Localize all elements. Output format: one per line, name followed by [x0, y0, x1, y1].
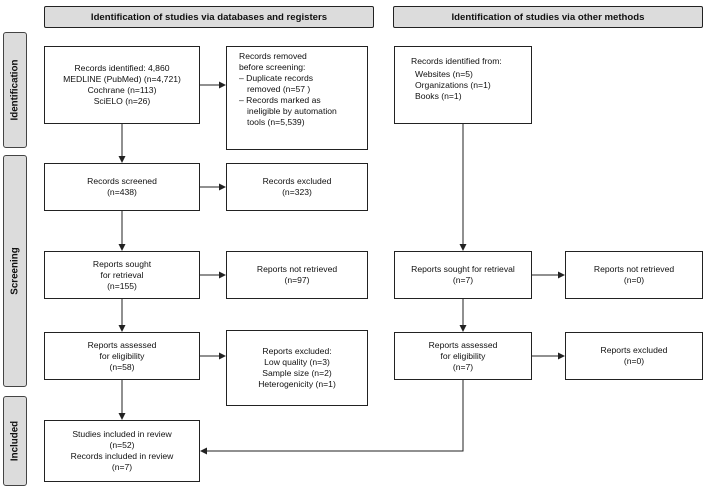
studies-included-count: (n=52) — [109, 440, 135, 450]
other-assessed-count: (n=7) — [452, 361, 474, 372]
records-excluded-count: (n=323) — [282, 187, 312, 197]
box-records-excluded: Records excluded (n=323) — [226, 163, 368, 211]
phase-identification: Identification — [3, 32, 27, 148]
records-included-label: Records included in review — [70, 451, 174, 461]
box-records-screened: Records screened (n=438) — [44, 163, 200, 211]
records-removed-title-2: before screening: — [239, 62, 306, 72]
studies-included-label: Studies included in review — [72, 429, 172, 439]
records-identified-cochrane: Cochrane (n=113) — [87, 85, 157, 95]
box-reports-excluded: Reports excluded: Low quality (n=3) Samp… — [226, 330, 368, 406]
header-databases: Identification of studies via databases … — [44, 6, 374, 28]
reports-excluded-title: Reports excluded: — [262, 346, 332, 356]
reports-assessed-count: (n=58) — [109, 361, 135, 372]
other-identified-websites: Websites (n=5) — [415, 69, 473, 79]
records-identified-medline: MEDLINE (PubMed) (n=4,721) — [63, 74, 181, 84]
records-identified-scielo: SciELO (n=26) — [93, 96, 151, 106]
records-removed-duplicates-count: removed (n=57 ) — [247, 84, 311, 94]
header-other-label: Identification of studies via other meth… — [451, 11, 645, 23]
box-records-identified: Records identified: 4,860 MEDLINE (PubMe… — [44, 46, 200, 124]
box-reports-assessed: Reports assessed for eligibility (n=58) — [44, 332, 200, 380]
arrow-other-assessed-to-included — [200, 380, 464, 455]
reports-sought-count: (n=155) — [107, 280, 137, 291]
reports-sought-label-2: for retrieval — [100, 269, 144, 280]
other-not-retrieved-count: (n=0) — [623, 275, 645, 285]
other-reports-sought-label: Reports sought for retrieval — [411, 264, 515, 274]
other-identified-title: Records identified from: — [411, 56, 502, 66]
reports-not-retrieved-count: (n=97) — [284, 275, 310, 285]
records-excluded-label: Records excluded — [262, 176, 332, 186]
box-other-reports-sought: Reports sought for retrieval (n=7) — [394, 251, 532, 299]
phase-included: Included — [3, 396, 27, 486]
reports-excluded-sample-size: Sample size (n=2) — [262, 368, 332, 378]
box-records-removed: Records removed before screening: – Dupl… — [226, 46, 368, 150]
box-studies-included: Studies included in review (n=52) Record… — [44, 420, 200, 482]
records-identified-total: Records identified: 4,860 — [74, 63, 170, 73]
phase-screening: Screening — [3, 155, 27, 387]
box-reports-not-retrieved: Reports not retrieved (n=97) — [226, 251, 368, 299]
other-identified-organizations: Organizations (n=1) — [415, 80, 491, 90]
records-included-count: (n=7) — [111, 462, 133, 472]
records-screened-count: (n=438) — [107, 187, 137, 197]
box-other-records-identified: Records identified from: Websites (n=5) … — [394, 46, 532, 124]
other-identified-books: Books (n=1) — [415, 91, 462, 101]
records-removed-automation-2: ineligible by automation — [247, 106, 337, 116]
records-screened-label: Records screened — [87, 176, 157, 186]
other-not-retrieved-label: Reports not retrieved — [593, 264, 675, 274]
box-other-reports-not-retrieved: Reports not retrieved (n=0) — [565, 251, 703, 299]
other-assessed-label-2: for eligibility — [440, 350, 486, 361]
reports-sought-label: Reports sought — [92, 258, 152, 269]
box-other-reports-assessed: Reports assessed for eligibility (n=7) — [394, 332, 532, 380]
other-excluded-label: Reports excluded — [600, 345, 668, 355]
reports-excluded-low-quality: Low quality (n=3) — [264, 357, 330, 367]
records-removed-automation: – Records marked as — [239, 95, 321, 105]
records-removed-automation-count: tools (n=5,539) — [247, 117, 305, 127]
records-removed-title: Records removed — [239, 51, 307, 61]
header-other-methods: Identification of studies via other meth… — [393, 6, 703, 28]
other-reports-sought-count: (n=7) — [452, 275, 474, 285]
other-excluded-count: (n=0) — [623, 356, 645, 366]
reports-assessed-label-2: for eligibility — [99, 350, 145, 361]
reports-not-retrieved-label: Reports not retrieved — [256, 264, 338, 274]
reports-assessed-label: Reports assessed — [87, 339, 157, 350]
box-reports-sought: Reports sought for retrieval (n=155) — [44, 251, 200, 299]
other-assessed-label: Reports assessed — [428, 339, 498, 350]
records-removed-duplicates: – Duplicate records — [239, 73, 314, 83]
box-other-reports-excluded: Reports excluded (n=0) — [565, 332, 703, 380]
reports-excluded-heterogenicity: Heterogenicity (n=1) — [258, 379, 336, 389]
header-databases-label: Identification of studies via databases … — [90, 11, 328, 23]
